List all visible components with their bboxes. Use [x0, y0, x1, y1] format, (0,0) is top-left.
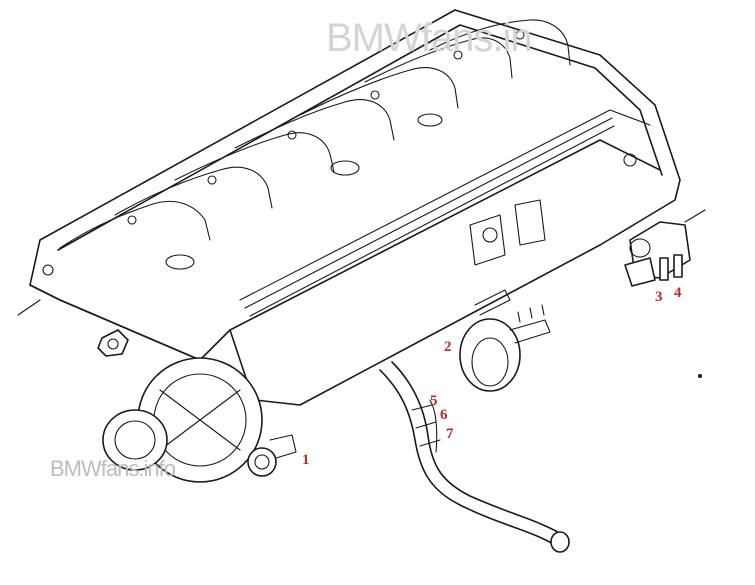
intake-runners [42, 19, 637, 276]
throttle-body [97, 329, 297, 483]
sensor-valve [624, 209, 706, 287]
callout-2: 2 [444, 339, 452, 355]
callout-5: 5 [430, 393, 438, 409]
leader-line [17, 299, 41, 316]
callout-1: 1 [302, 452, 310, 468]
callout-7: 7 [446, 426, 454, 442]
intake-manifold [29, 9, 681, 406]
callout-3: 3 [655, 289, 663, 305]
stray-dot [698, 374, 702, 378]
callout-4: 4 [674, 285, 682, 301]
vacuum-hose [379, 361, 570, 553]
pressure-converter [459, 289, 551, 392]
watermark-bottom: BMWfans.info [50, 456, 176, 481]
watermark-top: BMWfans.in [326, 16, 533, 60]
callout-6: 6 [440, 407, 448, 423]
